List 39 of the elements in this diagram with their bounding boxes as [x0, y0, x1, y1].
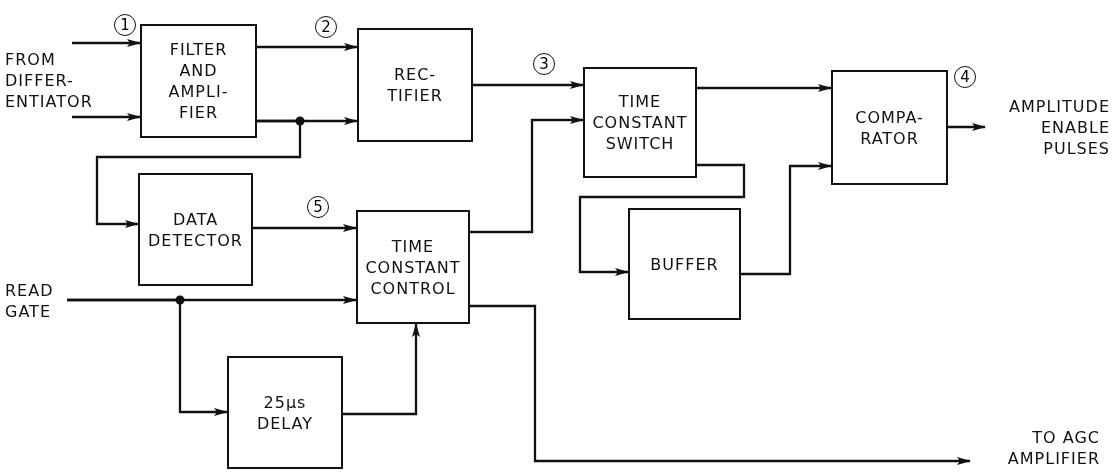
input-label: READ GATE	[5, 279, 54, 322]
input-label: FROM DIFFER- ENTIATOR	[5, 48, 93, 112]
arrow	[741, 162, 832, 276]
block-label: COMPA- RATOR	[855, 106, 924, 149]
callout-number: 1	[114, 14, 136, 36]
callout-number: 2	[315, 16, 337, 38]
switch-block	[583, 67, 697, 178]
arrow	[470, 116, 584, 234]
comparator-block	[831, 70, 948, 185]
arrow	[473, 81, 584, 89]
arrow	[343, 323, 420, 416]
arrow	[253, 224, 357, 232]
arrow	[257, 43, 358, 51]
delay-block	[227, 356, 343, 469]
callout-number: 4	[954, 66, 976, 88]
arrow	[72, 39, 141, 47]
rectifier-block	[357, 28, 473, 142]
arrow	[578, 163, 746, 276]
block-label: BUFFER	[650, 253, 719, 275]
detector-block	[138, 173, 253, 286]
buffer-block	[628, 208, 741, 320]
block-label: DATA DETECTOR	[148, 208, 243, 251]
block-label: 25μs DELAY	[256, 391, 314, 434]
callout-number: 5	[307, 196, 329, 218]
arrow	[72, 113, 141, 121]
arrow	[95, 119, 302, 228]
callout-number: 3	[533, 53, 555, 75]
filter-amplifier-block	[140, 24, 257, 138]
control-block	[356, 210, 470, 324]
output-label: TO AGC AMPLIFIER	[1007, 426, 1100, 469]
block-label: TIME CONSTANT CONTROL	[365, 235, 461, 299]
block-label: FILTER AND AMPLI- FIER	[168, 39, 229, 123]
block-label: REC- TIFIER	[387, 64, 443, 106]
arrow	[470, 304, 971, 465]
arrow	[67, 298, 228, 416]
arrow	[697, 84, 832, 92]
block-label: TIME CONSTANT SWITCH	[592, 91, 688, 154]
output-label: AMPLITUDE ENABLE PULSES	[1009, 95, 1110, 159]
arrow	[948, 123, 986, 131]
